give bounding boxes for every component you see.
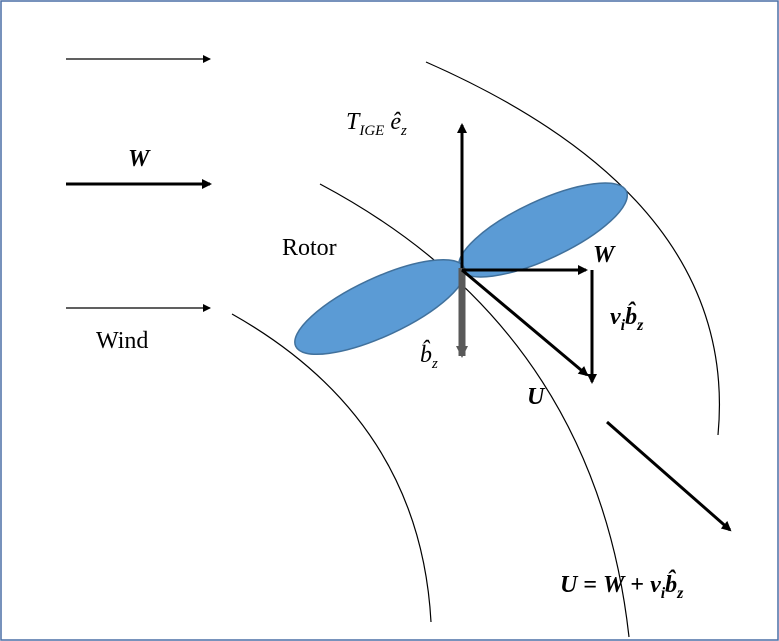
vi-bz-label: vib̂z [610,302,644,334]
equation-label: U = W + vib̂z [560,570,684,602]
u-label: U [527,384,546,410]
u-vector-arrow [461,268,589,377]
wind-label: Wind [96,328,148,354]
rotor-blade-right [457,182,629,278]
streamline-middle [319,183,630,638]
streamline-inner [231,313,432,623]
outgoing-u-arrow [606,420,732,532]
bz-label: b̂z [420,340,438,372]
rotor-label: Rotor [282,235,337,261]
rotor-blade-left [294,258,466,356]
streamline-outer [425,61,720,436]
w-left-label: W [128,146,151,172]
w-right-label: W [593,242,616,268]
